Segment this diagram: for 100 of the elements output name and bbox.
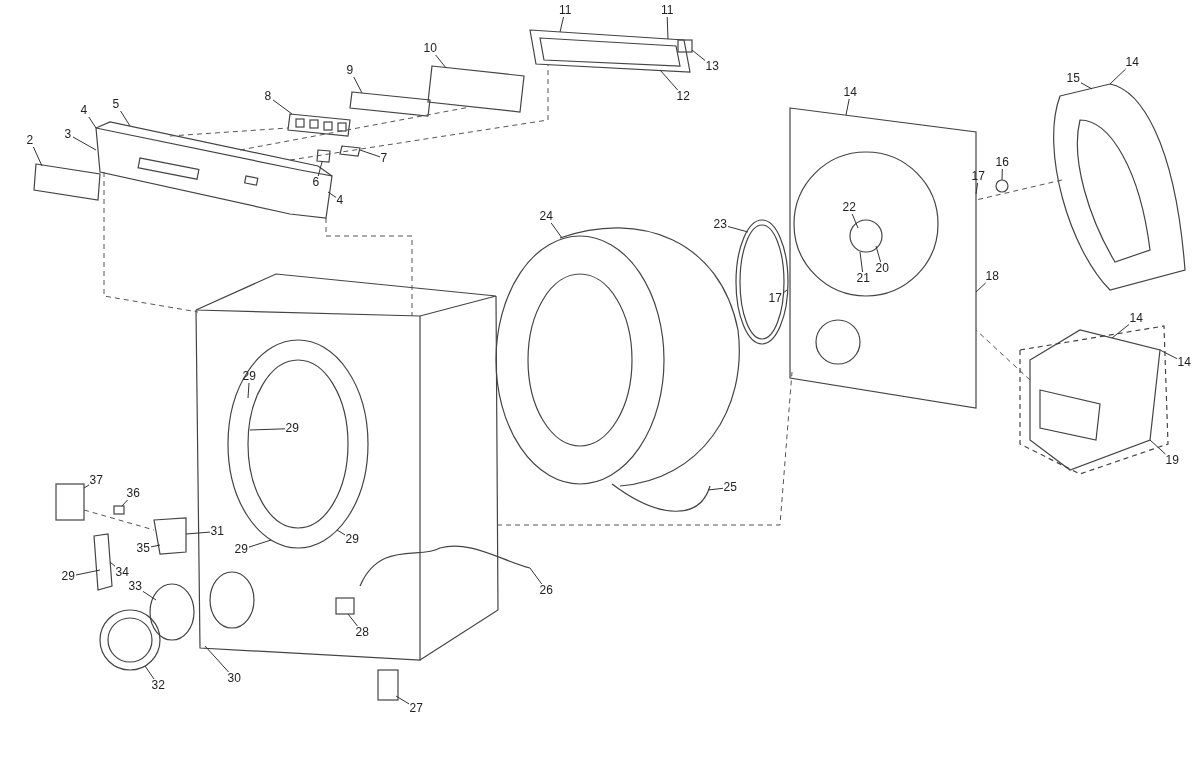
drum-seal-drawing (735, 219, 789, 345)
leader-line (395, 695, 410, 705)
leader-line (121, 499, 128, 507)
clip-drawing (113, 505, 125, 515)
leader-line (1149, 439, 1166, 455)
callout-number: 23 (712, 217, 728, 231)
panel-cover-drawing (33, 163, 101, 201)
button-row-drawing (287, 113, 351, 137)
leader-line (975, 182, 979, 195)
leader-line (359, 149, 381, 158)
leader-line (859, 251, 864, 273)
callout-number: 14 (1176, 355, 1192, 369)
callout-number: 33 (127, 579, 143, 593)
assembly-line (975, 179, 1063, 201)
leader-line (691, 49, 706, 61)
callout-number: 14 (1124, 55, 1140, 69)
leader-line (144, 665, 155, 680)
leader-line (247, 382, 250, 399)
bearing-drawing (995, 179, 1009, 193)
leader-line (1111, 324, 1130, 339)
callout-number: 27 (408, 701, 424, 715)
leader-line (248, 539, 272, 548)
leader-line (185, 531, 211, 535)
display-housing-drawing (529, 29, 691, 73)
callout-number: 7 (379, 151, 389, 165)
leader-line (32, 146, 43, 167)
leader-line (142, 590, 157, 601)
callout-number: 17 (970, 169, 986, 183)
spring-drawing (339, 145, 361, 157)
callout-number: 11 (660, 3, 675, 17)
circuit-board-drawing (349, 91, 431, 117)
leader-line (272, 99, 293, 115)
callout-number: 22 (841, 200, 857, 214)
assembly-line (325, 217, 413, 317)
leader-line (204, 645, 230, 673)
leader-line (666, 16, 669, 40)
leader-line (336, 529, 346, 536)
callout-number: 2 (25, 133, 35, 147)
callout-number: 9 (345, 63, 355, 77)
leader-line (975, 282, 987, 293)
callout-number: 14 (842, 85, 858, 99)
callout-number: 21 (855, 271, 871, 285)
leader-line (83, 484, 90, 489)
lock-switch-drawing (153, 517, 187, 555)
belt-drawing (611, 483, 711, 512)
callout-number: 24 (538, 209, 554, 223)
assembly-line (975, 329, 1031, 381)
leader-line (875, 245, 882, 263)
leader-line (120, 110, 131, 127)
leader-line (317, 161, 323, 177)
callout-number: 17 (767, 291, 783, 305)
leader-line (727, 226, 749, 233)
callout-number: 19 (1164, 453, 1180, 467)
cabinet-drawing (195, 273, 499, 661)
leader-line (435, 54, 447, 69)
callout-number: 16 (994, 155, 1010, 169)
assembly-line (103, 171, 199, 313)
callout-number: 29 (284, 421, 300, 435)
grille-drawing (99, 609, 161, 671)
leader-line (1109, 68, 1127, 85)
leader-line (529, 567, 543, 585)
callout-number: 37 (88, 473, 104, 487)
leader-line (550, 222, 563, 239)
leader-line (75, 569, 101, 576)
assembly-line (496, 371, 793, 526)
callout-number: 29 (60, 569, 76, 583)
leader-line (72, 136, 97, 151)
leader-line (782, 289, 788, 294)
callout-number: 36 (125, 486, 141, 500)
circuit-board-drawing (427, 65, 525, 113)
assembly-line (83, 509, 155, 531)
leader-line (347, 613, 358, 627)
callout-number: 10 (422, 41, 438, 55)
callout-number: 31 (209, 524, 225, 538)
callout-number: 11 (558, 3, 573, 17)
callout-number: 3 (63, 127, 73, 141)
leader-line (249, 428, 286, 431)
callout-number: 15 (1065, 71, 1081, 85)
callout-number: 34 (114, 565, 130, 579)
door-lock-drawing (55, 483, 85, 521)
callout-number: 30 (226, 671, 242, 685)
handle-drawing (93, 533, 113, 591)
leader-line (150, 544, 161, 548)
callout-number: 35 (135, 541, 151, 555)
callout-number: 20 (874, 261, 890, 275)
leader-line (327, 191, 337, 198)
callout-number: 28 (354, 625, 370, 639)
callout-number: 8 (263, 89, 273, 103)
leader-line (845, 98, 850, 116)
air-duct-drawing (1053, 83, 1186, 291)
callout-number: 18 (984, 269, 1000, 283)
leader-line (851, 213, 859, 229)
filter-drawing (149, 583, 195, 641)
callout-number: 4 (79, 103, 89, 117)
leader-line (109, 561, 116, 567)
callout-number: 26 (538, 583, 554, 597)
foot-drawing (377, 669, 399, 701)
power-cord-drawing (359, 545, 531, 587)
leader-line (1080, 82, 1093, 90)
callout-number: 13 (704, 59, 720, 73)
